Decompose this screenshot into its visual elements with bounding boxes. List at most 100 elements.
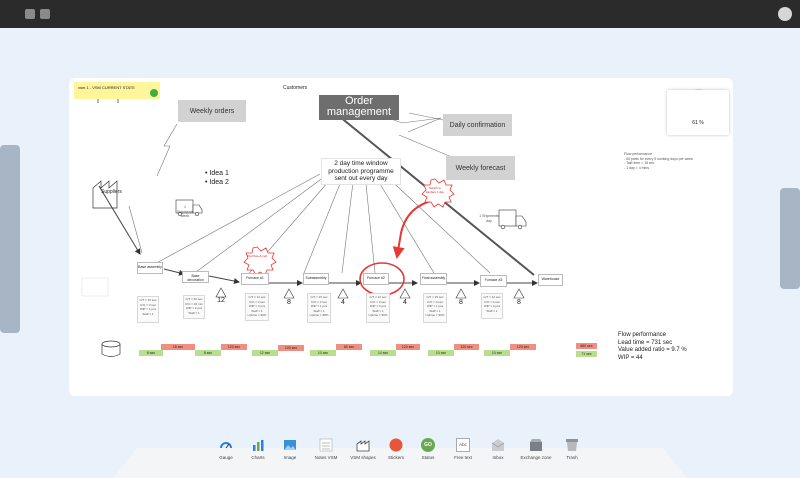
gauge-tool-icon: [220, 442, 232, 449]
process-data-line: C/T = 12 sec: [369, 295, 387, 299]
process-data-box[interactable]: C/T = 12 sec C/O = 0 sec WIP = 4 pcs Sta…: [366, 293, 390, 323]
process-data-box[interactable]: C/T = 12 sec C/O = 0 sec WIP = 4 pcs Sta…: [245, 293, 269, 321]
tool-exchange-zone[interactable]: Exchange zone: [518, 438, 554, 460]
database-icon: [101, 340, 121, 357]
burst-1-label: Part flow & cell: [247, 254, 267, 258]
process-data-line: C/T = 15 sec: [139, 298, 157, 302]
timeline-green-cell[interactable]: 71 sec: [576, 351, 597, 357]
inventory-count: 8: [459, 299, 463, 306]
timeline-green-cell[interactable]: 10 sec: [484, 350, 510, 356]
flow-performance-summary[interactable]: Flow performance Lead time = 731 sec Val…: [618, 332, 728, 362]
process-data-line: WIP = 1 pcs: [426, 304, 444, 308]
timeline-green-cell[interactable]: 8 sec: [139, 350, 163, 356]
timeline-green-cell[interactable]: 10 sec: [428, 350, 454, 356]
timeline-green-cell[interactable]: 8 sec: [195, 350, 221, 356]
inventory-count: 4: [403, 299, 407, 306]
exchange-zone-icon: [530, 439, 542, 451]
timeline-green-cell[interactable]: 12 sec: [252, 350, 278, 356]
process-data-line: WIP = 1 pcs: [310, 304, 328, 308]
process-data-line: C/T = 60 sec: [185, 297, 203, 301]
truck-right-label: 1 Shipments day: [479, 214, 499, 223]
tool-label: Inbox: [492, 455, 504, 460]
time-window-note[interactable]: 2 day time window production programme s…: [321, 158, 401, 185]
tool-trash[interactable]: Trash: [554, 438, 590, 460]
weekly-orders-box[interactable]: Weekly orders: [178, 100, 246, 122]
process-data-box[interactable]: C/T = 60 sec C/O = 10 min WIP = 2 pcs St…: [183, 295, 205, 319]
sidebar-toggle-button[interactable]: [25, 9, 35, 19]
timeline-red-cell[interactable]: 15 sec: [161, 344, 195, 350]
daily-confirmation-box[interactable]: Daily confirmation: [443, 114, 512, 136]
timeline-green-cell[interactable]: 14 sec: [370, 350, 396, 356]
timeline-red-cell[interactable]: 100 sec: [278, 345, 304, 351]
tool-charts[interactable]: Charts: [240, 438, 276, 460]
process-data-line: Uptime = 90%: [425, 313, 445, 317]
weekly-forecast-box[interactable]: Weekly forecast: [446, 156, 515, 180]
tool-label: Free text: [454, 455, 472, 460]
tool-label: Notes VSM: [314, 455, 338, 460]
suppliers-factory-icon: [92, 180, 118, 209]
warning-icons: [215, 287, 525, 299]
timeline-red-cell[interactable]: 60 sec: [336, 344, 362, 350]
process-data-box[interactable]: C/T = 15 sec C/O = 0 sec WIP = 1 pcs Sta…: [423, 293, 447, 323]
timeline-red-cell[interactable]: 120 sec: [396, 344, 420, 350]
process-data-box[interactable]: C/T = 15 sec C/O = 0 sec WIP = 1 pcs Sta…: [307, 293, 331, 323]
tool-label: Gauge: [219, 455, 233, 460]
flow-performance-note-small[interactable]: Flow performance - 60 parts for every 5 …: [624, 152, 719, 170]
free-text-icon: Abc: [456, 438, 470, 452]
tool-notes-vsm[interactable]: Notes VSM: [308, 438, 344, 460]
process-warehouse[interactable]: Warehouse: [538, 274, 563, 286]
tool-free-text[interactable]: Abc Free text: [445, 438, 481, 460]
process-furnace-3[interactable]: Furnace #3: [480, 275, 507, 287]
process-data-line: Staff = 1: [486, 308, 498, 313]
trash-icon: [566, 439, 578, 451]
tool-vsm-shapes[interactable]: VSM shapes: [345, 438, 381, 460]
truck-left-label: 1 Shipments week: [177, 205, 194, 218]
process-final-assembly[interactable]: Final assembly: [420, 273, 447, 285]
process-data-line: Staff = 1: [188, 310, 200, 315]
flow-performance-small-title: Flow performance: [624, 152, 653, 156]
timeline-green-cell[interactable]: 10 sec: [310, 350, 336, 356]
process-base-decoration[interactable]: Base decoration: [182, 271, 209, 283]
ideas-list[interactable]: • Idea 1 • Idea 2: [205, 169, 245, 187]
tool-label: Image: [283, 455, 297, 460]
process-subassembly[interactable]: Subassembly: [303, 273, 329, 285]
process-data-line: WIP = 4 pcs: [369, 304, 387, 308]
process-data-line: C/O = 0 sec: [370, 299, 386, 304]
process-data-line: C/O = 10 min: [185, 301, 203, 306]
process-data-box[interactable]: C/T = 15 sec C/O = 0 sec WIP = 1 pcs Sta…: [137, 296, 159, 323]
tool-gauge[interactable]: Gauge: [208, 438, 244, 460]
flow-performance-small-line: - 1 day = 4 mins: [624, 165, 649, 170]
burst-shape-1[interactable]: [243, 246, 277, 276]
tool-image[interactable]: Image: [272, 438, 308, 460]
flow-performance-small-line: - 60 parts for every 5 working days per …: [624, 156, 693, 161]
title-sticky[interactable]: vsm 1 - VSM CURRENT STATE: [74, 82, 160, 99]
suppliers-label: Suppliers: [101, 189, 122, 195]
layout-toggle-button[interactable]: [40, 9, 50, 19]
process-base-assembly[interactable]: Base assembly: [137, 262, 163, 274]
tool-status[interactable]: GO Status: [410, 438, 446, 460]
timeline-red-cell[interactable]: 120 sec: [221, 344, 247, 350]
timeline-red-cell[interactable]: 660 sec: [576, 343, 597, 349]
tool-inbox[interactable]: Inbox: [480, 438, 516, 460]
burst-shape-2[interactable]: [421, 178, 455, 208]
title-sticky-label: vsm 1 - VSM CURRENT STATE: [78, 85, 135, 90]
order-management-box[interactable]: Order management: [319, 95, 399, 120]
timeline-red-cell[interactable]: 120 sec: [510, 344, 536, 350]
timeline-red-cell[interactable]: 120 sec: [454, 344, 479, 350]
gauge-widget[interactable]: 61 %: [667, 90, 729, 135]
process-data-box[interactable]: C/T = 12 sec C/O = 0 sec WIP = 4 pcs Sta…: [481, 293, 503, 319]
wip-value: WIP = 44: [618, 354, 643, 361]
left-panel-tab[interactable]: [0, 145, 20, 333]
connectors: [81, 87, 717, 357]
tool-stickers[interactable]: Stickers: [378, 438, 414, 460]
process-data-line: WIP = 2 pcs: [185, 306, 203, 310]
process-furnace-1[interactable]: Furnace #1: [241, 273, 269, 285]
process-furnace-2[interactable]: Furnace #2: [363, 273, 389, 285]
user-avatar[interactable]: [778, 7, 792, 21]
process-data-line: Staff = 1: [142, 311, 154, 316]
vsm-board[interactable]: vsm 1 - VSM CURRENT STATE Customers Supp…: [69, 78, 733, 396]
process-data-line: C/O = 0 sec: [311, 299, 327, 304]
gauge-value: 61 %: [692, 120, 704, 126]
inventory-count: 4: [341, 299, 345, 306]
right-panel-tab[interactable]: [780, 188, 800, 289]
